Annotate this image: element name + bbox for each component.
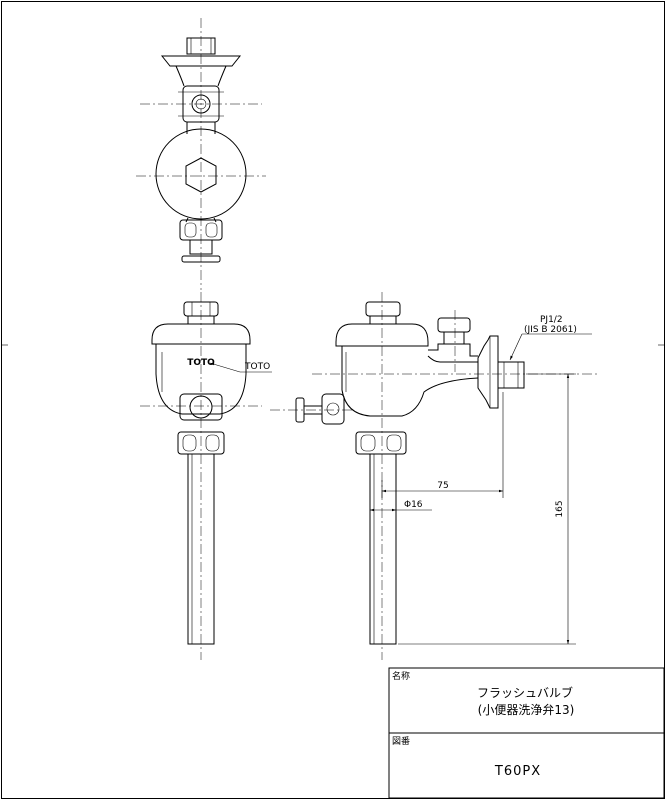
thread-note-line1: PJ1/2 xyxy=(540,315,563,325)
product-name-line1: フラッシュバルブ xyxy=(477,685,573,700)
title-block: 名称 フラッシュバルブ (小便器洗浄弁13) 図番 T60PX xyxy=(388,667,665,799)
dim-165: 165 xyxy=(555,500,565,517)
dim-75: 75 xyxy=(437,481,448,491)
front-view: TOTO TOTO xyxy=(140,292,272,660)
brand-callout: TOTO xyxy=(244,362,270,372)
drawing-no-label: 図番 xyxy=(392,735,410,747)
top-view xyxy=(136,18,266,290)
thread-note-line2: (JIS B 2061) xyxy=(524,325,577,335)
name-label: 名称 xyxy=(392,670,410,682)
brand-mark: TOTO xyxy=(187,358,215,368)
dim-phi16: Φ16 xyxy=(404,500,423,510)
side-view: PJ1/2 (JIS B 2061) 75 Φ16 165 xyxy=(270,292,600,660)
product-name-line2: (小便器洗浄弁13) xyxy=(478,702,575,717)
drawing-number: T60PX xyxy=(494,764,541,779)
